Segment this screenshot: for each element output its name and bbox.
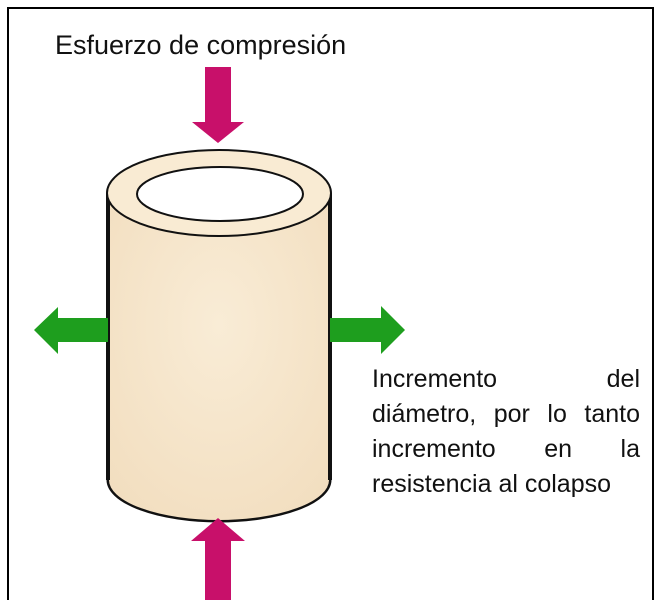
arrow-down-icon — [192, 67, 244, 143]
arrow-left-icon — [34, 307, 108, 354]
diameter-increase-caption: Incremento del diámetro, por lo tanto in… — [372, 365, 640, 498]
tube-body — [106, 192, 332, 523]
tube-inner-hole — [136, 166, 304, 222]
arrow-right-icon — [330, 306, 405, 354]
compression-label: Esfuerzo de compresión — [55, 30, 347, 60]
figure-border — [7, 7, 654, 600]
arrow-up-icon — [191, 518, 245, 600]
